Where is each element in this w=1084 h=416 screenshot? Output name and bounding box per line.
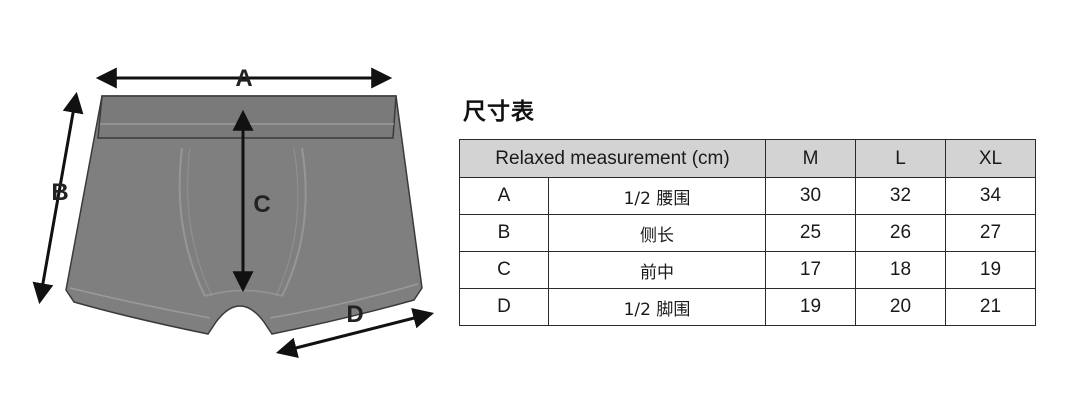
size-header-xl: XL — [945, 139, 1036, 178]
size-chart-table: Relaxed measurement (cm) M L XL A 1/2 腰围… — [459, 139, 1036, 326]
table-row: C 前中 17 18 19 — [459, 251, 1036, 289]
garment-diagram: A B C D — [32, 65, 435, 359]
left-leg-hem — [69, 287, 211, 319]
value-l: 26 — [855, 214, 946, 252]
value-l: 18 — [855, 251, 946, 289]
dimension-b-arrow — [32, 91, 84, 305]
value-m: 30 — [765, 177, 856, 215]
value-xl: 27 — [945, 214, 1036, 252]
row-measurement-name: 侧长 — [548, 214, 766, 252]
row-measurement-name: 1/2 脚围 — [548, 288, 766, 326]
row-code: A — [459, 177, 549, 215]
pouch-right-seam — [281, 147, 307, 297]
pouch-left-seam-inner — [187, 147, 213, 297]
value-m: 25 — [765, 214, 856, 252]
value-xl: 34 — [945, 177, 1036, 215]
row-code: B — [459, 214, 549, 252]
size-chart-title: 尺寸表 — [463, 99, 535, 125]
row-code: C — [459, 251, 549, 289]
dimension-d-label: D — [346, 301, 363, 328]
row-measurement-name: 前中 — [548, 251, 766, 289]
dimension-c-label: C — [253, 191, 270, 218]
table-row: D 1/2 脚围 19 20 21 — [459, 288, 1036, 326]
size-header-m: M — [765, 139, 856, 178]
dimension-b-label: B — [51, 179, 68, 206]
waistband — [97, 95, 397, 139]
value-m: 17 — [765, 251, 856, 289]
value-m: 19 — [765, 288, 856, 326]
size-header-l: L — [855, 139, 946, 178]
pouch-right-seam-inner — [275, 147, 299, 297]
table-header-row: Relaxed measurement (cm) M L XL — [459, 139, 1036, 178]
table-row: A 1/2 腰围 30 32 34 — [459, 177, 1036, 215]
row-code: D — [459, 288, 549, 326]
dimension-a-label: A — [235, 65, 252, 92]
value-l: 32 — [855, 177, 946, 215]
row-measurement-name: 1/2 腰围 — [548, 177, 766, 215]
value-l: 20 — [855, 288, 946, 326]
value-xl: 21 — [945, 288, 1036, 326]
value-xl: 19 — [945, 251, 1036, 289]
dimension-d-arrow — [275, 307, 435, 359]
pouch-left-seam — [178, 147, 206, 297]
measurement-header: Relaxed measurement (cm) — [459, 139, 766, 178]
table-row: B 侧长 25 26 27 — [459, 214, 1036, 252]
